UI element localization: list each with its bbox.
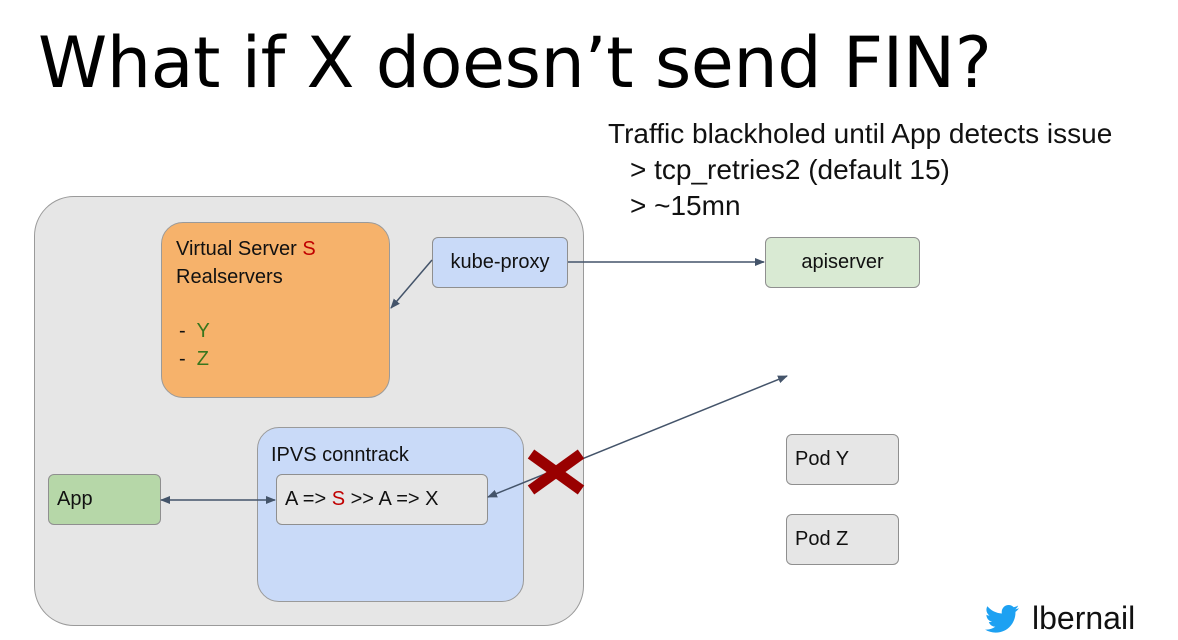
notes-line-1: Traffic blackholed until App detects iss… bbox=[608, 118, 1113, 149]
virtual-server-title: Virtual Server S bbox=[176, 235, 389, 263]
realserver-item-z: - Z bbox=[176, 345, 389, 373]
virtual-server-label: Virtual Server bbox=[176, 238, 297, 260]
realserver-dash: - bbox=[179, 320, 186, 342]
apiserver-label: apiserver bbox=[801, 251, 884, 273]
kube-proxy-label: kube-proxy bbox=[450, 251, 550, 273]
realservers-label: Realservers bbox=[176, 266, 283, 288]
realserver-z: Z bbox=[196, 348, 210, 370]
conntrack-entry-prefix: A => bbox=[285, 488, 327, 510]
twitter-bird-icon bbox=[985, 604, 1019, 633]
pod-y-label: Pod Y bbox=[795, 448, 850, 470]
kube-proxy-node: kube-proxy bbox=[432, 237, 568, 288]
pod-z-node: Pod Z bbox=[786, 514, 899, 565]
virtual-server-box: Virtual Server S Realservers - Y - Z bbox=[161, 222, 390, 398]
app-label: App bbox=[57, 488, 93, 510]
slide-title: What if X doesn’t send FIN? bbox=[38, 22, 992, 104]
notes-line-2: > tcp_retries2 (default 15) bbox=[630, 154, 950, 185]
conntrack-entry: A => S >> A => X bbox=[276, 474, 488, 525]
realserver-item-y: - Y bbox=[176, 317, 389, 345]
pod-y-node: Pod Y bbox=[786, 434, 899, 485]
ipvs-conntrack-title: IPVS conntrack bbox=[271, 444, 409, 466]
notes-line-3: > ~15mn bbox=[630, 190, 741, 221]
conntrack-entry-s: S bbox=[331, 488, 346, 510]
twitter-handle: lbernail bbox=[1032, 600, 1136, 636]
notes: Traffic blackholed until App detects iss… bbox=[608, 116, 1112, 224]
realserver-dash: - bbox=[179, 348, 186, 370]
app-node: App bbox=[48, 474, 161, 525]
conntrack-entry-suffix: >> A => X bbox=[350, 488, 439, 510]
realserver-y: Y bbox=[196, 320, 210, 342]
apiserver-node: apiserver bbox=[765, 237, 920, 288]
virtual-server-s: S bbox=[302, 238, 316, 260]
pod-z-label: Pod Z bbox=[795, 528, 849, 550]
